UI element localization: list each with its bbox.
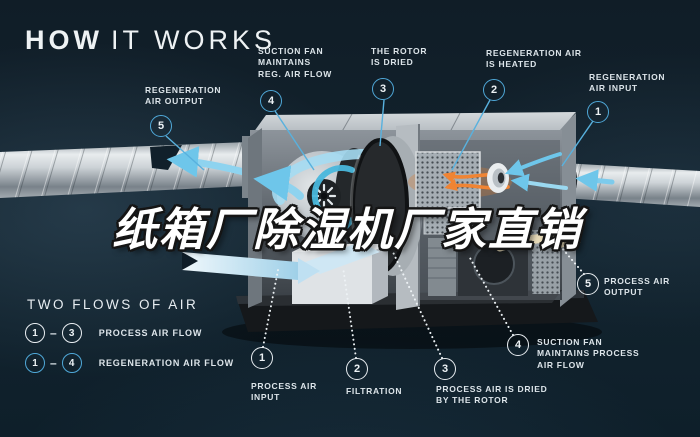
leader-lines-top: [165, 99, 594, 171]
legend-title: TWO FLOWS OF AIR: [27, 297, 199, 312]
callout-5-top-circle: 5: [150, 115, 172, 137]
machine-right-face: [560, 113, 576, 307]
legend-process-to-circle: 3: [61, 323, 82, 343]
callout-regen-input-label: REGENERATION AIR INPUT: [589, 72, 666, 94]
callout-process-output-label: PROCESS AIR OUTPUT: [604, 276, 670, 298]
callout-3-bottom-circle: 3: [434, 358, 456, 380]
callout-2-bottom-circle: 2: [346, 358, 368, 380]
callout-4-top-circle: 4: [260, 90, 282, 112]
legend-regen-from-circle: 1: [25, 353, 45, 373]
leader-lines-bottom: [262, 246, 585, 359]
process-suction-fan: [458, 226, 581, 296]
regen-output-flow-arrow: [166, 146, 248, 178]
legend-regen-to-circle: 4: [61, 353, 82, 373]
callout-filtration-label: FILTRATION: [346, 386, 403, 396]
callout-1-top-circle: 1: [587, 101, 609, 123]
callout-5-bottom-circle: 5: [577, 273, 599, 295]
regen-inlet-arrow: [504, 152, 562, 177]
legend-process-from-circle: 1: [25, 323, 45, 343]
filter-air-ramp: [300, 242, 380, 274]
legend-row-regeneration: 1 – 4 REGENERATION AIR FLOW: [25, 353, 234, 373]
filter-section: [182, 242, 388, 304]
legend-row-process: 1 – 3 PROCESS AIR FLOW: [25, 323, 202, 343]
callout-regen-air-output-label: REGENERATION AIR OUTPUT: [145, 85, 222, 107]
callout-process-input-label: PROCESS AIR INPUT: [251, 381, 317, 403]
title-light: IT WORKS: [110, 25, 276, 55]
callout-suction-fan-process-label: SUCTION FAN MAINTAINS PROCESS AIR FLOW: [537, 337, 640, 370]
callout-rotor-dried-label: THE ROTOR IS DRIED: [371, 46, 428, 68]
callout-2-top-circle: 2: [483, 79, 505, 101]
process-input-arrow: [182, 252, 298, 280]
title-bold: HOW: [25, 25, 103, 55]
callout-4-bottom-circle: 4: [507, 334, 529, 356]
callout-suction-fan-reg-label: SUCTION FAN MAINTAINS REG. AIR FLOW: [258, 46, 332, 79]
callout-regen-heated-label: REGENERATION AIR IS HEATED: [486, 48, 582, 70]
regen-input-flow-arrow: [575, 169, 615, 192]
callout-3-top-circle: 3: [372, 78, 394, 100]
legend-dash: –: [50, 326, 57, 340]
regen-inlet-arrow: [510, 173, 568, 192]
callout-1-bottom-circle: 1: [251, 347, 273, 369]
chinese-watermark-text: 纸箱厂除湿机厂家直销: [112, 204, 583, 255]
callout-process-dried-label: PROCESS AIR IS DRIED BY THE ROTOR: [436, 384, 548, 406]
legend-regen-label: REGENERATION AIR FLOW: [98, 358, 234, 368]
process-output-arrow: [495, 226, 581, 252]
legend-process-label: PROCESS AIR FLOW: [98, 328, 203, 338]
legend-dash: –: [50, 356, 57, 370]
